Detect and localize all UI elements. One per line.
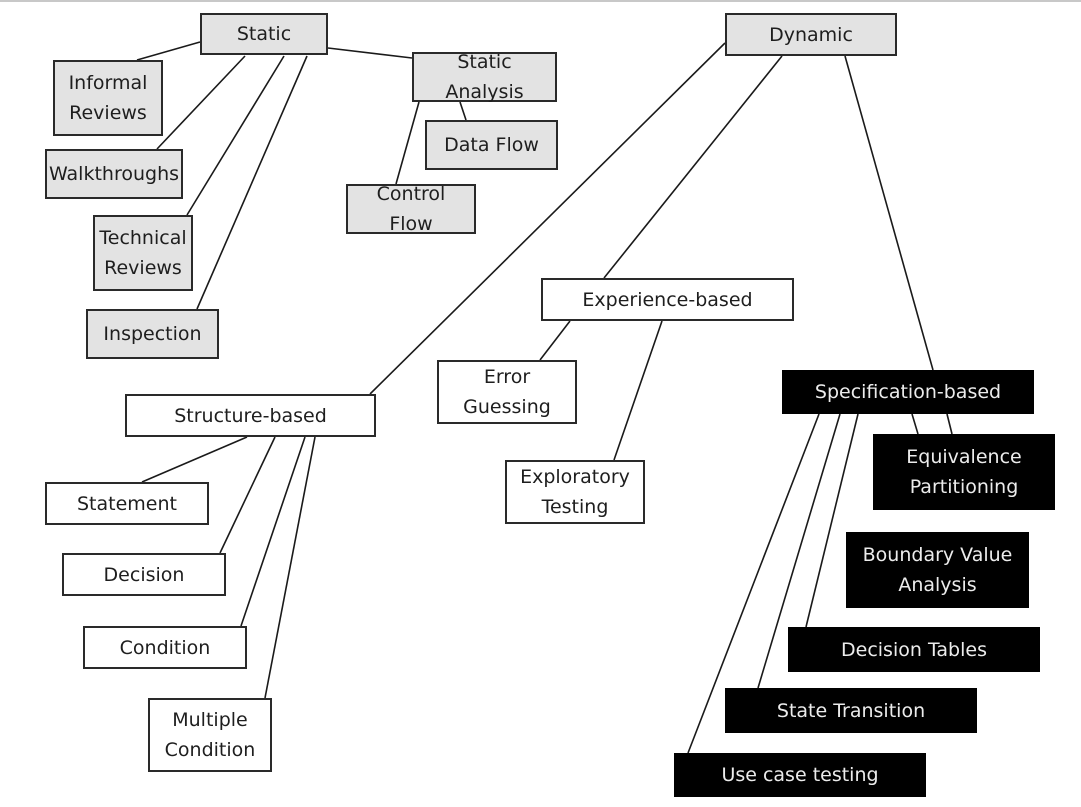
node-error-guessing: Error Guessing <box>437 360 577 424</box>
node-structure-based: Structure-based <box>125 394 376 437</box>
edge-dynamic-to-specification-based <box>844 55 934 371</box>
edge-specification-based-to-boundary-value-analysis <box>946 413 953 435</box>
edge-static-to-walkthroughs <box>156 55 246 150</box>
node-informal-reviews: Informal Reviews <box>53 60 163 136</box>
edge-static-to-technical-reviews <box>186 55 285 216</box>
node-boundary-value-analysis: Boundary Value Analysis <box>846 532 1029 608</box>
node-decision: Decision <box>62 553 226 596</box>
edge-structure-based-to-statement <box>141 436 248 483</box>
node-decision-tables: Decision Tables <box>788 627 1040 672</box>
node-inspection: Inspection <box>86 309 219 359</box>
node-condition: Condition <box>83 626 247 669</box>
node-state-transition: State Transition <box>725 688 977 733</box>
edge-experience-based-to-exploratory-testing <box>613 320 663 461</box>
node-static: Static <box>200 13 328 55</box>
edge-structure-based-to-decision <box>219 436 276 554</box>
edge-static-to-informal-reviews <box>136 41 201 61</box>
edge-experience-based-to-error-guessing <box>539 320 571 361</box>
edge-static-to-static-analysis <box>327 47 413 59</box>
edge-dynamic-to-structure-based <box>369 42 726 395</box>
edge-static-analysis-to-control-flow <box>395 101 420 185</box>
edge-structure-based-to-multiple-condition <box>264 436 316 699</box>
top-border-line <box>0 0 1081 2</box>
node-equivalence-partitioning: Equivalence Partitioning <box>873 434 1055 510</box>
node-use-case-testing: Use case testing <box>674 753 926 797</box>
node-static-analysis: Static Analysis <box>412 51 557 103</box>
edge-static-analysis-to-data-flow <box>459 101 467 121</box>
edge-specification-based-to-decision-tables <box>805 413 859 628</box>
edge-specification-based-to-equivalence-partitioning <box>911 413 919 435</box>
node-dynamic: Dynamic <box>725 13 897 56</box>
node-data-flow: Data Flow <box>425 120 558 170</box>
node-exploratory-testing: Exploratory Testing <box>505 460 645 524</box>
node-experience-based: Experience-based <box>541 278 794 321</box>
edge-dynamic-to-experience-based <box>603 55 783 279</box>
edge-static-to-inspection <box>196 55 308 310</box>
node-multiple-condition: Multiple Condition <box>148 698 272 772</box>
node-technical-reviews: Technical Reviews <box>93 215 193 291</box>
node-control-flow: Control Flow <box>346 183 476 235</box>
edge-structure-based-to-condition <box>240 436 306 627</box>
edge-specification-based-to-use-case-testing <box>687 413 820 754</box>
node-statement: Statement <box>45 482 209 525</box>
node-specification-based: Specification-based <box>782 370 1034 414</box>
edge-specification-based-to-state-transition <box>757 413 841 689</box>
node-walkthroughs: Walkthroughs <box>45 149 183 199</box>
